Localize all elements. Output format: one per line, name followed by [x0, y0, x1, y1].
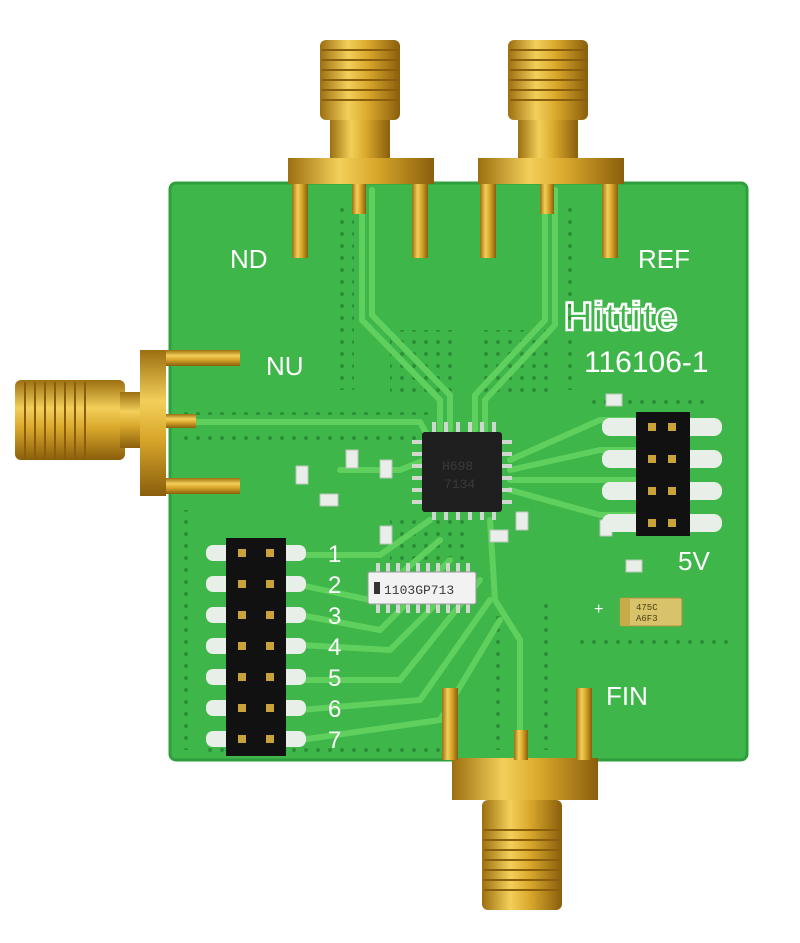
pin-label-7: 7: [328, 727, 341, 754]
pin-label-4: 4: [328, 634, 341, 661]
secondary-chip-marking: 1103GP713: [384, 583, 454, 598]
tantalum-capacitor: 475C A6F3: [619, 597, 683, 627]
capacitor-marking-line2: A6F3: [636, 614, 658, 624]
power-header: [602, 412, 722, 536]
chip-marking-line1: H698: [442, 459, 473, 474]
label-ref: REF: [638, 244, 690, 274]
brand-logo: Hittite: [564, 295, 677, 339]
polarity-mark: +: [594, 601, 603, 618]
control-header: [206, 538, 306, 756]
label-nu: NU: [266, 351, 304, 381]
label-fin: FIN: [606, 681, 648, 711]
sma-connector-ref: [478, 40, 624, 258]
main-ic: H698 7134: [412, 422, 512, 520]
pin-label-5: 5: [328, 665, 341, 692]
pin-label-6: 6: [328, 696, 341, 723]
pin-label-3: 3: [328, 603, 341, 630]
capacitor-marking-line1: 475C: [636, 603, 658, 613]
chip-marking-line2: 7134: [444, 477, 475, 492]
power-label: 5V: [678, 546, 710, 576]
label-nd: ND: [230, 244, 268, 274]
sma-connector-nd: [288, 40, 434, 258]
pin-label-2: 2: [328, 572, 341, 599]
passive-components: [295, 393, 643, 573]
secondary-ic: 1103GP713: [367, 563, 477, 613]
pin-label-1: 1: [328, 541, 341, 568]
part-number: 116106-1: [584, 346, 709, 379]
header-pin-labels: 1 2 3 4 5 6 7: [328, 541, 341, 754]
sma-connector-nu: [15, 350, 240, 496]
sma-connector-fin: [442, 688, 598, 910]
